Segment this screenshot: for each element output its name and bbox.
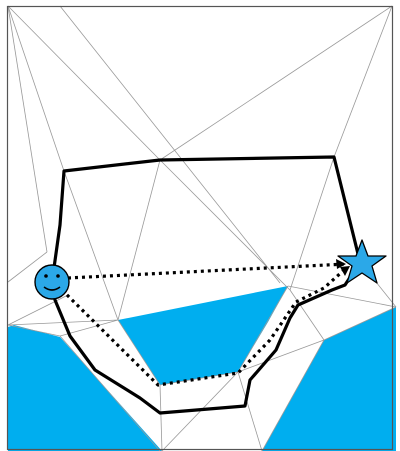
goal-star-icon xyxy=(337,239,387,284)
triangulation-mesh xyxy=(7,5,397,451)
dotted-path-direct xyxy=(67,262,347,280)
water-region-center xyxy=(118,286,288,385)
outer-boundary xyxy=(6,5,394,451)
solid-path xyxy=(50,155,362,415)
water-region-left xyxy=(8,325,162,451)
arrowhead-lower xyxy=(340,266,350,276)
arrowhead-direct xyxy=(336,259,346,269)
water-region-right xyxy=(262,307,396,451)
dotted-path-lower xyxy=(60,268,346,387)
start-smiley-icon xyxy=(34,264,70,300)
